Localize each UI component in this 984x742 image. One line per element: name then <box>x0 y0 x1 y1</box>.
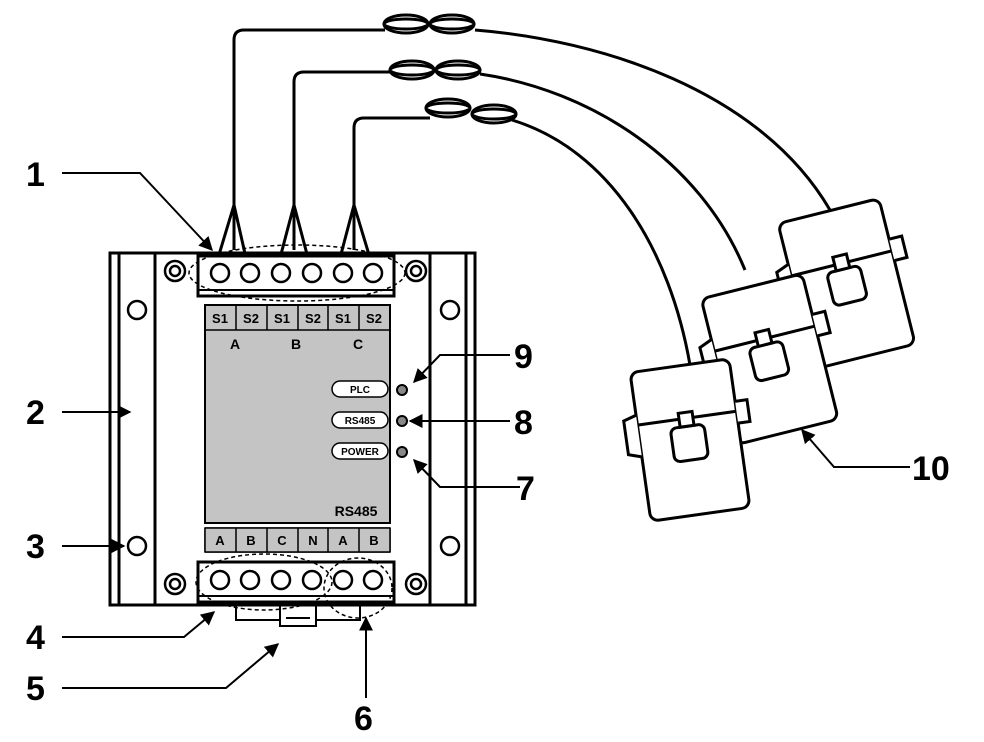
bottom-terminal-labels: A B C N A B <box>215 533 378 548</box>
ct-cables <box>232 28 832 366</box>
indicators: PLC RS485 POWER <box>331 380 408 460</box>
ct-cable-b <box>292 70 747 271</box>
top-label-strip <box>205 305 390 331</box>
bottom-terminal-label: B <box>246 533 255 548</box>
phase-label: B <box>291 336 301 352</box>
ct-cable-c <box>352 116 692 366</box>
callout-4: 4 <box>26 619 45 657</box>
top-terminal-label: S1 <box>274 311 290 326</box>
coil-b <box>388 59 482 81</box>
phase-labels: A B C <box>230 336 363 352</box>
top-terminal-label: S1 <box>335 311 351 326</box>
ct-cable-a <box>232 28 832 250</box>
mount-hole-right-bottom <box>439 535 461 557</box>
panel-rs485-label: RS485 <box>335 503 378 519</box>
din-rail-tab <box>279 602 317 627</box>
mount-hole-left-top <box>126 299 148 321</box>
indicator-plc-label: PLC <box>350 385 370 396</box>
wire-forks <box>216 204 372 259</box>
indicator-power-label: POWER <box>341 447 380 458</box>
corner-screws <box>163 259 428 596</box>
top-terminal-label: S1 <box>212 311 228 326</box>
callout-2: 2 <box>26 394 45 432</box>
mount-hole-left-bottom <box>126 535 148 557</box>
indicator-power: POWER <box>331 442 408 460</box>
leader-9 <box>413 354 510 384</box>
leader-lines <box>62 172 910 698</box>
leader-4 <box>62 611 216 638</box>
callout-3: 3 <box>26 528 45 566</box>
coil-c <box>424 97 518 125</box>
screw-bottom-left <box>163 572 187 596</box>
indicator-rs485-label: RS485 <box>345 416 376 427</box>
callout-6: 6 <box>354 700 373 738</box>
bottom-strip-lines <box>204 527 391 553</box>
bottom-terminal-label: A <box>215 533 225 548</box>
top-terminal-label: S2 <box>305 311 321 326</box>
bottom-terminal-label: C <box>277 533 287 548</box>
bottom-terminal-label: B <box>369 533 378 548</box>
screw-top-right <box>404 259 428 283</box>
top-terminal-label: S2 <box>243 311 259 326</box>
leader-1 <box>62 172 213 252</box>
bottom-terminal-label: N <box>308 533 317 548</box>
callout-8: 8 <box>514 404 533 442</box>
cable-coils <box>382 13 518 125</box>
callout-9: 9 <box>514 338 533 376</box>
bottom-terminal-block <box>196 560 396 604</box>
callout-7: 7 <box>516 470 535 508</box>
callout-10: 10 <box>912 450 950 488</box>
callout-5: 5 <box>26 670 45 708</box>
indicator-plc: PLC <box>331 380 408 398</box>
leader-5 <box>62 643 280 689</box>
top-terminal-labels: S1 S2 S1 S2 S1 S2 <box>212 311 382 326</box>
mount-hole-right-top <box>439 299 461 321</box>
phase-label: C <box>353 336 363 352</box>
callout-1: 1 <box>26 156 45 194</box>
ct-input-group-marker <box>188 244 406 302</box>
leader-7 <box>413 458 520 488</box>
voltage-input-group-marker <box>195 553 333 611</box>
phase-label: A <box>230 336 240 352</box>
screw-bottom-right <box>404 572 428 596</box>
indicator-rs485: RS485 <box>331 411 408 429</box>
screw-top-left <box>163 259 187 283</box>
top-terminal-block <box>196 254 396 298</box>
dashed-markers <box>188 244 406 619</box>
rs485-group-marker <box>323 557 393 619</box>
coil-a <box>382 13 476 35</box>
callout-numbers: 1 2 3 4 5 6 7 8 9 10 <box>26 156 950 738</box>
leader-10 <box>801 428 910 468</box>
top-terminal-label: S2 <box>366 311 382 326</box>
ct-clamp-3 <box>622 358 752 522</box>
bottom-terminal-label: A <box>338 533 348 548</box>
